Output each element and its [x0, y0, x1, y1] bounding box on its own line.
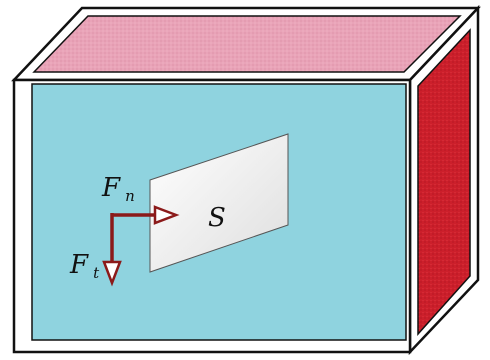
top-face-fill — [32, 15, 462, 73]
tangential-force-label-main: F — [69, 250, 89, 280]
normal-force-label: F n — [101, 173, 135, 205]
normal-force-label-sub: n — [125, 187, 135, 205]
tangential-force-arrowhead — [102, 260, 122, 287]
tangential-force-label: F t — [69, 250, 100, 282]
side-face-fill — [417, 28, 471, 336]
tangential-force-label-sub: t — [93, 264, 100, 282]
normal-force-arrowhead — [153, 205, 180, 225]
surface-label: S — [208, 203, 226, 233]
normal-force-label-main: F — [101, 173, 121, 203]
surface-patch — [149, 133, 289, 273]
